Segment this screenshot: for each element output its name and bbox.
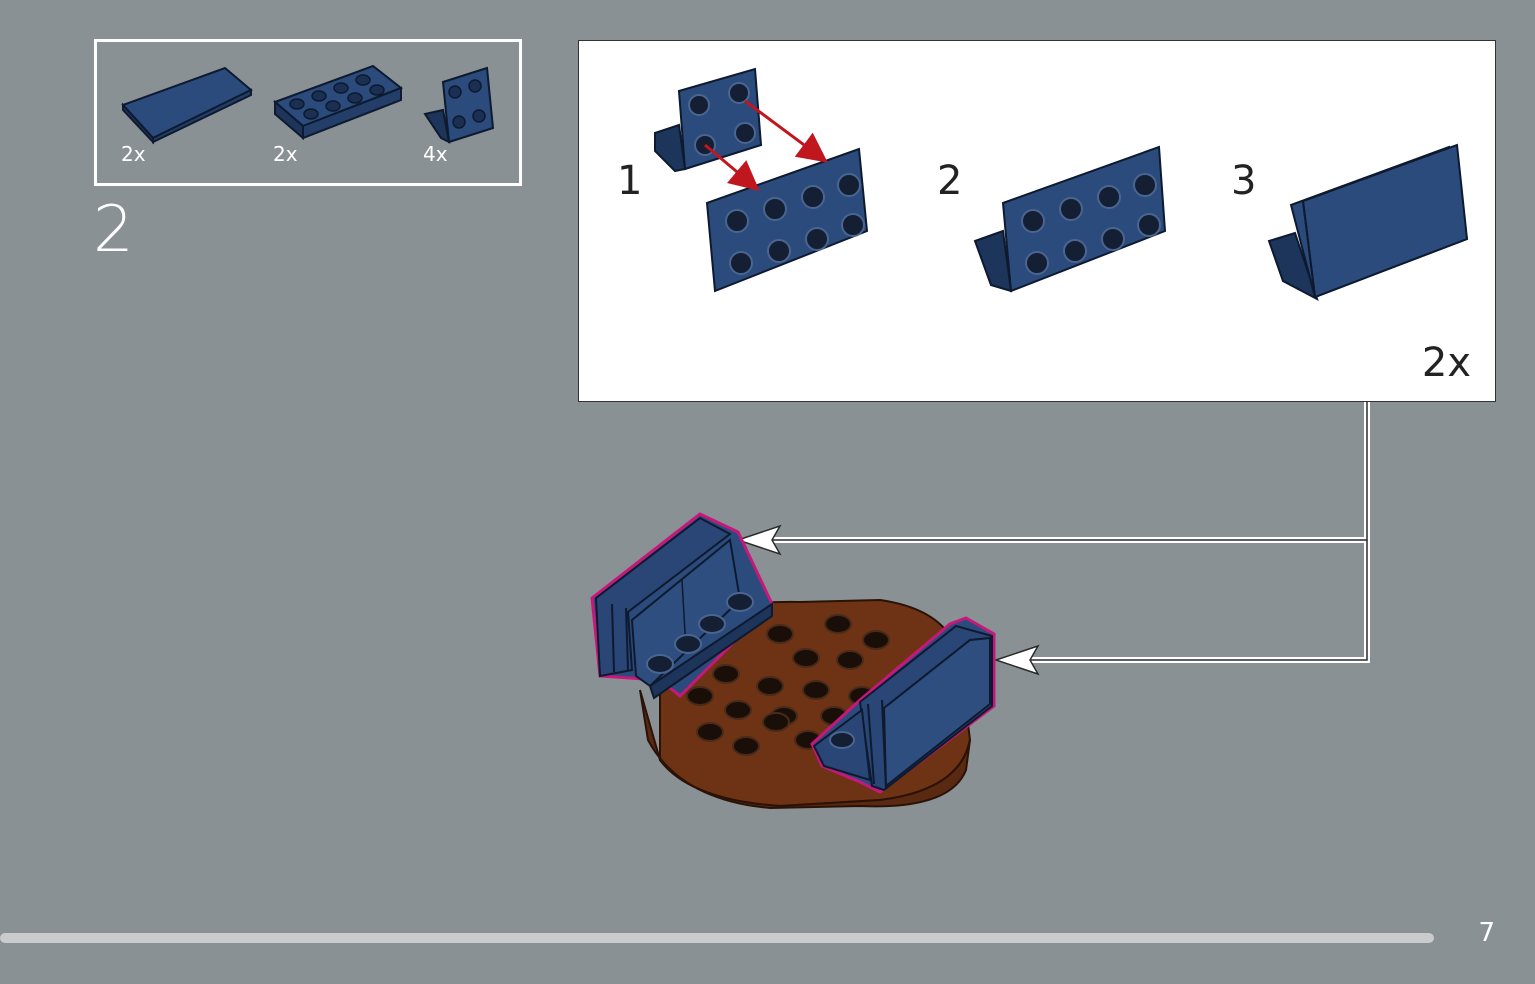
substep-number: 1 xyxy=(617,158,643,204)
callout-connector-inner xyxy=(770,402,1368,661)
parts-list-box: 2x 2x 4x xyxy=(94,39,522,186)
tile-2x4-icon xyxy=(121,66,253,145)
step-number: 2 xyxy=(93,193,134,267)
callout-arrow-head xyxy=(735,524,1040,676)
bracket-icon xyxy=(423,66,495,144)
page-number: 7 xyxy=(1478,918,1495,948)
plate-piece xyxy=(705,147,869,293)
part-qty: 4x xyxy=(423,142,448,166)
parts-illustration xyxy=(121,64,495,145)
substep-number: 2 xyxy=(937,158,963,204)
assembled-tile-module xyxy=(1267,143,1469,302)
substep-number: 3 xyxy=(1231,158,1257,204)
bracket-piece xyxy=(654,67,763,173)
part-qty: 2x xyxy=(273,142,298,166)
page-progress-bar xyxy=(0,933,1434,943)
new-module-left xyxy=(590,512,774,700)
placement-arrow xyxy=(704,99,828,191)
plate-2x4-icon xyxy=(273,64,403,141)
part-qty: 2x xyxy=(121,142,146,166)
assembled-bracket-plate xyxy=(973,145,1167,293)
new-module-right xyxy=(810,616,996,794)
subassembly-multiplier: 2x xyxy=(1421,340,1471,386)
subassembly-illustration xyxy=(654,67,1469,302)
subassembly-callout: 1 2 3 xyxy=(578,40,1496,402)
